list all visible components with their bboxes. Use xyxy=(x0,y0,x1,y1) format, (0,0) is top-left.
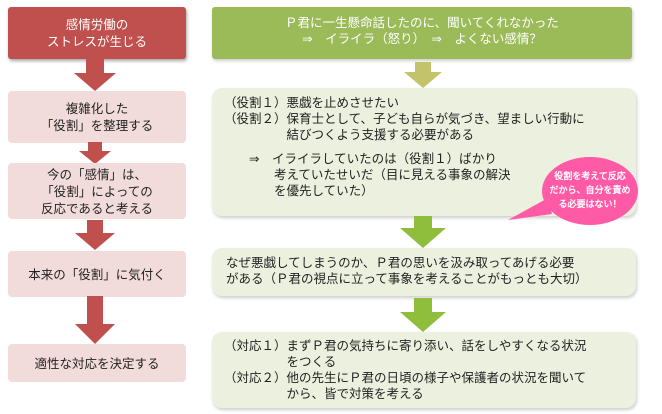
left-step-2: 複雑化した 「役割」を整理する xyxy=(8,91,186,143)
left-step-2-line-2: 「役割」を整理する xyxy=(40,118,154,133)
left-step-1-line-2: ストレスが生じる xyxy=(46,34,147,49)
right-step-4-line-2: をつくる xyxy=(224,354,337,369)
right-step-1: Ｐ君に一生懸命話したのに、聞いてくれなかった ⇒ イライラ（怒り） ⇒ よくない… xyxy=(212,7,632,59)
left-arrow-4 xyxy=(75,296,115,344)
right-step-4-line-4: から、皆で対策を考える xyxy=(224,386,424,401)
right-step-2-line-4 xyxy=(224,143,626,151)
right-step-3-line-2: がある（Ｐ君の視点に立って事象を考えることがもっとも大切） xyxy=(226,271,588,286)
right-step-2-line-2: （役割２）保育士として、子ども自らが気づき、望ましい行動に xyxy=(224,111,585,126)
left-step-3-line-1: 今の「感情」は、 xyxy=(46,166,147,182)
left-step-5-line-1: 適性な対応を決定する xyxy=(34,355,160,371)
left-step-1: 感情労働の ストレスが生じる xyxy=(8,7,186,59)
left-step-4-line-1: 本来の「役割」に気付く xyxy=(28,266,166,282)
note-line-1: 役割を考えて反応 xyxy=(554,172,626,182)
left-step-3: 今の「感情」は、 「役割」によっての 反応であると考える xyxy=(8,163,186,219)
left-step-3-line-3: 反応であると考える xyxy=(40,200,153,216)
left-step-3-line-2: 「役割」によっての xyxy=(41,183,153,199)
right-step-4-line-3: （対応２）他の先生にＰ君の日頃の様子や保護者の状況を聞いて xyxy=(224,370,587,385)
left-arrow-1 xyxy=(74,59,116,91)
left-step-1-line-1: 感情労働の xyxy=(65,17,129,32)
left-arrow-3 xyxy=(75,220,115,250)
right-arrow-2 xyxy=(400,216,446,248)
right-step-4-line-1: （対応１）まずＰ君の気持ちに寄り添い、話をしやすくなる状況 xyxy=(224,338,587,353)
right-arrow-3 xyxy=(400,298,446,332)
right-step-2-line-5: ⇒ イライラしていたのは（役割１）ばかり xyxy=(224,151,497,166)
right-step-3-line-1: なぜ悪戯してしまうのか、Ｐ君の思いを汲み取ってあげる必要 xyxy=(226,255,575,270)
right-step-1-line-1: Ｐ君に一生懸命話したのに、聞いてくれなかった xyxy=(285,15,559,30)
right-step-1-line-2: ⇒ イライラ（怒り） ⇒ よくない感情？ xyxy=(302,31,542,46)
right-arrow-1 xyxy=(404,62,442,88)
speech-bubble-tail xyxy=(508,198,552,220)
right-step-4: （対応１）まずＰ君の気持ちに寄り添い、話をしやすくなる状況 をつくる （対応２）… xyxy=(212,332,636,408)
right-step-2-line-3: 結びつくよう支援する必要がある xyxy=(224,127,475,142)
speech-bubble-note: 役割を考えて反応 だから、自分を責め る必要はない！ xyxy=(542,157,638,225)
right-step-2-line-1: （役割１）悪戯を止めさせたい xyxy=(224,95,400,110)
right-step-2-line-6: 考えていたせいだ（目に見える事象の解決 xyxy=(224,167,511,182)
right-step-3: なぜ悪戯してしまうのか、Ｐ君の思いを汲み取ってあげる必要 がある（Ｐ君の視点に立… xyxy=(212,248,636,296)
left-step-5: 適性な対応を決定する xyxy=(8,344,186,382)
left-arrow-2 xyxy=(79,142,111,164)
note-line-2: だから、自分を責め xyxy=(549,186,631,196)
left-step-2-line-1: 複雑化した xyxy=(65,101,129,116)
right-step-2: （役割１）悪戯を止めさせたい （役割２）保育士として、子ども自らが気づき、望まし… xyxy=(212,88,636,216)
right-step-2-line-7: を優先していた） xyxy=(224,183,374,198)
note-line-3: る必要はない！ xyxy=(558,200,622,210)
left-step-4: 本来の「役割」に気付く xyxy=(8,251,186,297)
